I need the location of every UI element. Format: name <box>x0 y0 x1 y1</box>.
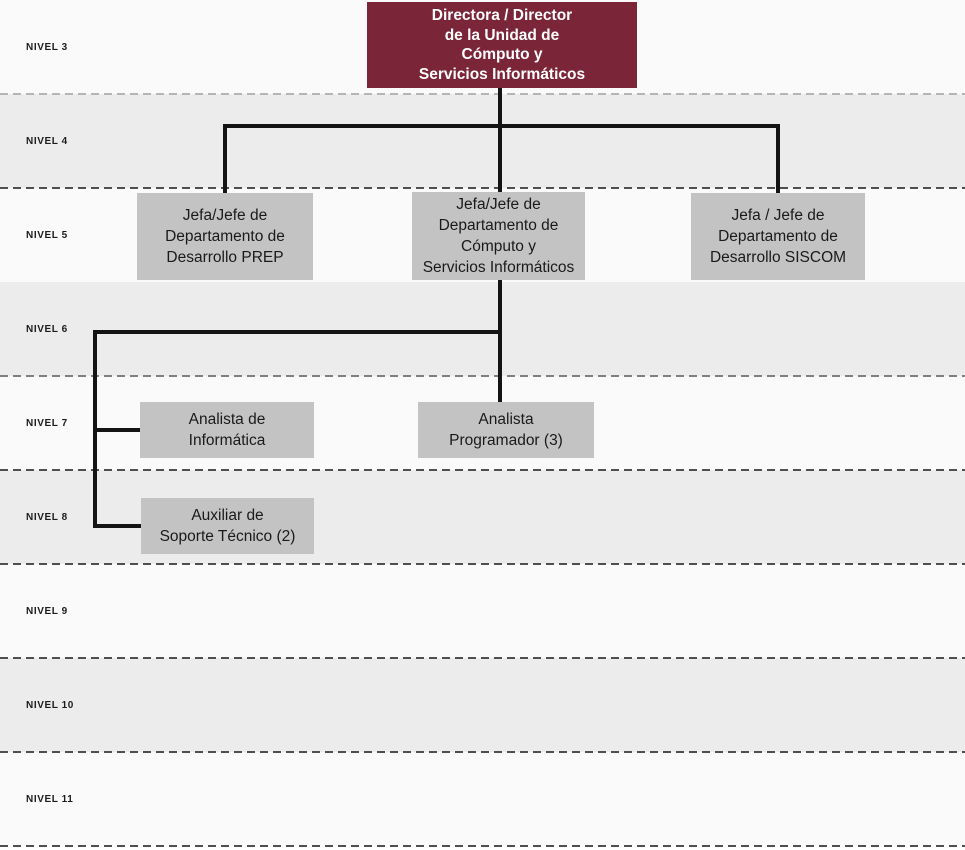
connector-auxiliar-stub <box>93 524 142 528</box>
level-label: NIVEL 4 <box>26 135 68 147</box>
org-box-text-line: Desarrollo PREP <box>166 249 284 266</box>
org-box-text-line: Servicios Informáticos <box>418 65 586 83</box>
org-box-directora-unidad-computo: Directora / Director de la Unidad de Cómpu… <box>367 2 637 88</box>
level-label: NIVEL 7 <box>26 417 68 429</box>
connector-analista-stub <box>93 428 141 432</box>
level-label: NIVEL 10 <box>26 699 74 711</box>
level-label: NIVEL 11 <box>26 793 74 805</box>
org-box-text-line: Cómputo y <box>461 46 543 63</box>
level-band-nivel-10: NIVEL 10 <box>0 658 965 752</box>
connector-level4-left-drop <box>223 124 227 194</box>
org-box-text-line: Cómputo y <box>461 238 536 255</box>
org-box-text-line: Servicios Informáticos <box>422 259 575 276</box>
level-label: NIVEL 3 <box>26 41 68 53</box>
connector-computo-down <box>498 280 502 402</box>
level-band-nivel-6: NIVEL 6 <box>0 282 965 376</box>
level-band-nivel-11: NIVEL 11 <box>0 752 965 846</box>
level-label: NIVEL 8 <box>26 511 68 523</box>
connector-level4-horizontal <box>223 124 780 128</box>
org-box-text-line: Soporte Técnico (2) <box>159 528 296 545</box>
connector-director-down <box>498 88 502 194</box>
org-box-jefe-departamento-desarrollo-siscom: Jefa / Jefe de Departamento de Desarrollo … <box>691 193 865 280</box>
org-box-text-line: Departamento de <box>718 228 838 245</box>
org-box-text-line: Informática <box>188 432 266 449</box>
org-box-jefe-departamento-computo: Jefa/Jefe de Departamento de Cómputo y Serv… <box>412 192 585 280</box>
level-band-nivel-4: NIVEL 4 <box>0 94 965 188</box>
org-box-text-line: Jefa/Jefe de <box>456 196 541 213</box>
org-box-auxiliar-soporte-tecnico: Auxiliar de Soporte Técnico (2) <box>141 498 314 554</box>
level-band-nivel-9: NIVEL 9 <box>0 564 965 658</box>
org-box-text-line: de la Unidad de <box>444 26 560 44</box>
org-box-text-line: Analista de <box>188 411 266 428</box>
org-box-text-line: Desarrollo SISCOM <box>709 249 847 266</box>
org-box-text-line: Jefa/Jefe de <box>182 207 268 224</box>
org-box-jefe-departamento-desarrollo-prep: Jefa/Jefe de Departamento de Desarrollo PR… <box>137 193 313 280</box>
org-box-text-line: Directora / Director <box>431 7 573 24</box>
level-label: NIVEL 9 <box>26 605 68 617</box>
org-box-text-line: Jefa / Jefe de <box>731 207 825 224</box>
org-box-text-line: Departamento de <box>165 228 285 245</box>
org-box-analista-de-informatica: Analista de Informática <box>140 402 314 458</box>
level-label: NIVEL 6 <box>26 323 68 335</box>
org-box-text-line: Analista <box>478 411 534 428</box>
org-box-text-line: Auxiliar de <box>191 507 264 524</box>
org-box-text-line: Departamento de <box>438 217 559 234</box>
org-box-text-line: Programador (3) <box>449 432 563 449</box>
connector-level6-horizontal <box>93 330 502 334</box>
connector-level4-right-drop <box>776 124 780 194</box>
level-label: NIVEL 5 <box>26 229 68 241</box>
